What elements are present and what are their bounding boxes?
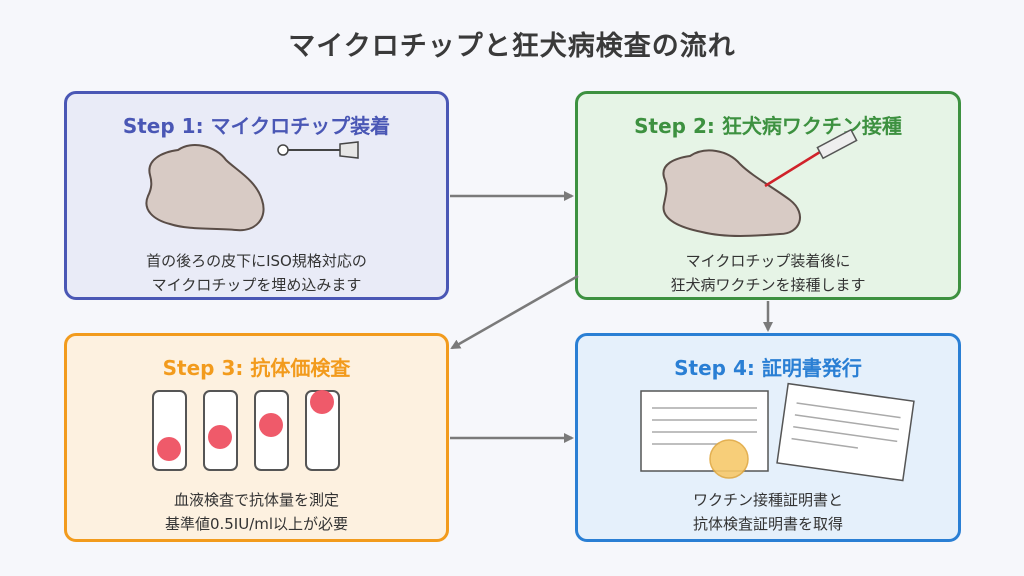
step-3-desc-line-2: 基準値0.5IU/ml以上が必要 bbox=[164, 515, 349, 533]
step-4-desc-line-2: 抗体検査証明書を取得 bbox=[692, 515, 843, 533]
step-3-heading: Step 3: 抗体価検査 bbox=[162, 356, 351, 380]
arrow-step2-to-step3 bbox=[450, 274, 579, 350]
step-4-description: ワクチン接種証明書と 抗体検査証明書を取得 bbox=[578, 488, 958, 536]
diagram-title: マイクロチップと狂犬病検査の流れ bbox=[288, 31, 736, 62]
step-3-description: 血液検査で抗体量を測定 基準値0.5IU/ml以上が必要 bbox=[67, 488, 446, 536]
step-3-card: Step 3: 抗体価検査 血液検査で抗体量を測定 基準値0.5IU/ml以上が… bbox=[64, 333, 449, 542]
step-2-desc-line-2: 狂犬病ワクチンを接種します bbox=[670, 276, 866, 294]
step-1-card: Step 1: マイクロチップ装着 首の後ろの皮下にISO規格対応の マイクロチ… bbox=[64, 91, 449, 300]
step-4-card: Step 4: 証明書発行 ワクチン接種証明書と 抗体検査証明書を取得 bbox=[575, 333, 961, 542]
step-4-heading: Step 4: 証明書発行 bbox=[674, 356, 862, 380]
step-2-card: Step 2: 狂犬病ワクチン接種 マイクロチップ装着後に 狂犬病ワクチンを接種… bbox=[575, 91, 961, 300]
step-3-desc-line-1: 血液検査で抗体量を測定 bbox=[173, 491, 339, 509]
step-1-heading: Step 1: マイクロチップ装着 bbox=[122, 114, 391, 138]
step-2-heading: Step 2: 狂犬病ワクチン接種 bbox=[634, 114, 902, 138]
step-1-desc-line-1: 首の後ろの皮下にISO規格対応の bbox=[146, 252, 367, 270]
step-4-desc-line-1: ワクチン接種証明書と bbox=[692, 491, 843, 509]
step-1-description: 首の後ろの皮下にISO規格対応の マイクロチップを埋め込みます bbox=[67, 249, 446, 297]
step-1-desc-line-2: マイクロチップを埋め込みます bbox=[151, 276, 362, 294]
step-2-description: マイクロチップ装着後に 狂犬病ワクチンを接種します bbox=[578, 249, 958, 297]
step-2-desc-line-1: マイクロチップ装着後に bbox=[685, 252, 851, 270]
